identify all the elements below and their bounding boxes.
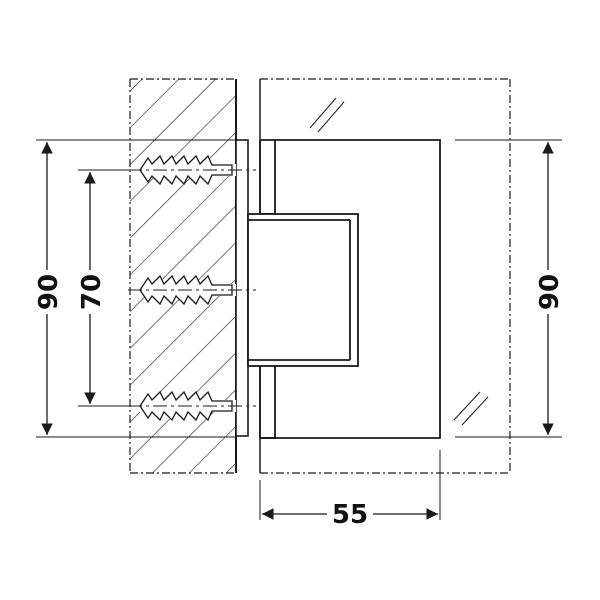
glass-reflection-mark-bottom <box>453 391 489 426</box>
dimension-label-right-outer: 90 <box>535 274 565 310</box>
hinge-body <box>247 139 441 439</box>
dimension-label-bottom-width: 55 <box>332 500 368 530</box>
glass-reflection-mark-top <box>309 97 345 133</box>
dimension-label-left-outer: 90 <box>34 274 64 310</box>
dimension-label-left-inner: 70 <box>77 274 107 310</box>
wall-mounting-plate <box>235 139 249 437</box>
anchor-bottom <box>128 390 256 422</box>
anchor-middle <box>128 274 256 306</box>
extension-lines <box>36 139 562 520</box>
anchor-top <box>128 154 256 186</box>
